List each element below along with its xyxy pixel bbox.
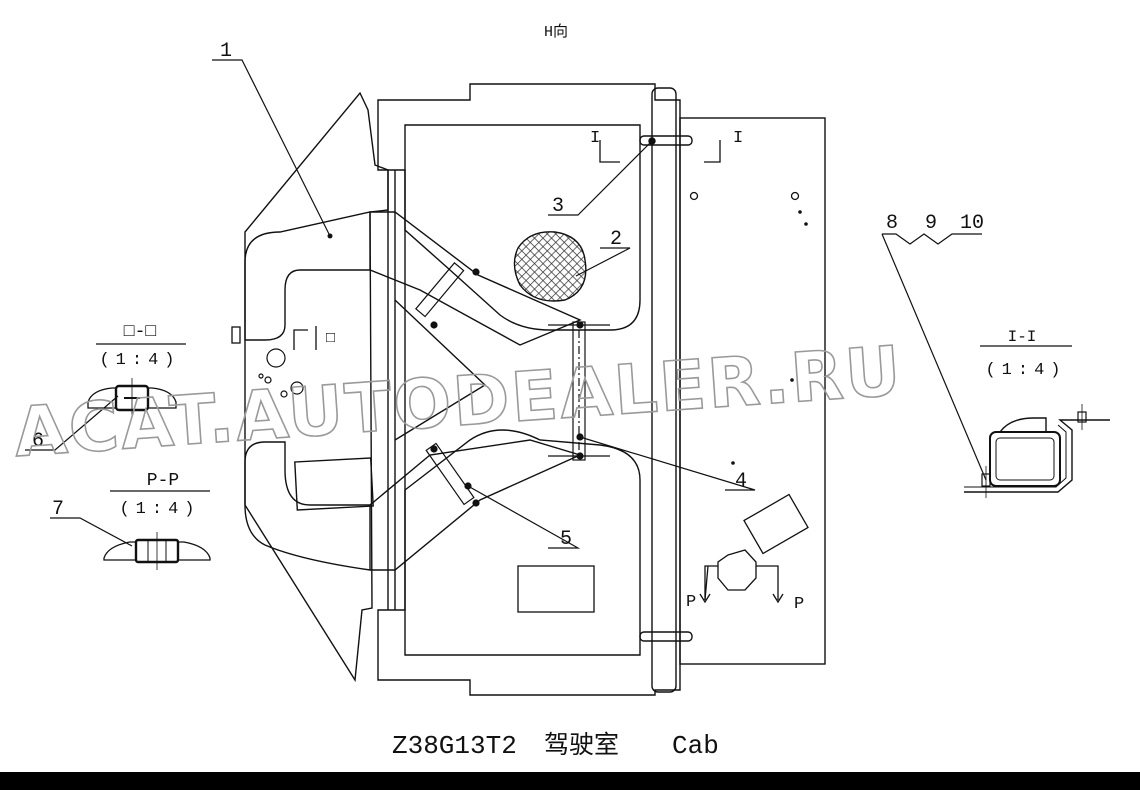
callout-7: 7	[52, 498, 64, 521]
holes-left	[258, 348, 304, 398]
svg-text:P-P: P-P	[147, 471, 179, 491]
section-mark-p-right: P	[794, 595, 804, 614]
section-mark-i-left: I	[590, 129, 600, 148]
svg-text:□-□: □-□	[124, 322, 157, 342]
callout-2: 2	[610, 228, 622, 251]
bracket-lower	[425, 442, 480, 507]
callout-6: 6	[32, 430, 44, 453]
svg-text:(1:4): (1:4)	[985, 361, 1066, 380]
duct-lower	[244, 299, 582, 571]
caption-name-en: Cab	[672, 731, 719, 761]
section-mark-p-left: P	[686, 593, 696, 612]
section-mark-i-right: I	[733, 129, 743, 148]
section-marks	[231, 140, 784, 604]
mesh-grille	[513, 231, 587, 302]
leader-lines	[25, 59, 987, 549]
section-view-p: P-P (1:4)	[103, 471, 211, 570]
section-view-box: □-□ (1:4)	[87, 322, 186, 418]
hinge-top	[639, 135, 693, 146]
svg-text:I-I: I-I	[1008, 328, 1037, 346]
caption-code: Z38G13T2	[392, 731, 517, 761]
section-view-i: I-I (1:4)	[964, 328, 1110, 498]
callout-3: 3	[552, 195, 564, 218]
section-mark-box-right: □	[326, 330, 335, 347]
callout-10: 10	[960, 212, 984, 235]
cab-outline	[244, 83, 826, 696]
strut-vertical	[548, 321, 610, 461]
svg-text:(1:4): (1:4)	[119, 500, 200, 519]
callout-9: 9	[925, 212, 937, 235]
bottom-bar	[0, 772, 1140, 790]
callout-8: 8	[886, 212, 898, 235]
view-label: H向	[544, 23, 568, 41]
right-panel-details	[517, 191, 809, 613]
bracket-upper	[415, 262, 480, 329]
svg-text:(1:4): (1:4)	[99, 351, 180, 370]
duct-upper	[244, 211, 582, 346]
caption: Z38G13T2 驾驶室 Cab	[392, 730, 719, 761]
callout-5: 5	[560, 528, 572, 551]
callout-1: 1	[220, 40, 232, 63]
callout-4: 4	[735, 470, 747, 493]
hinge-bottom	[639, 631, 693, 642]
caption-name-cn: 驾驶室	[544, 730, 619, 759]
